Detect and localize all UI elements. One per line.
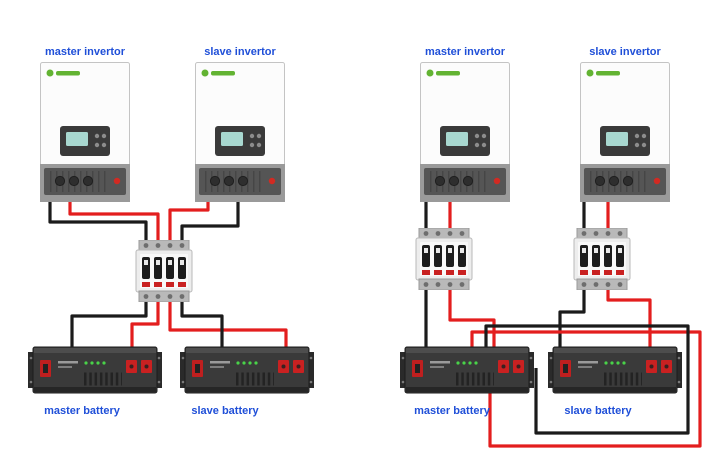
wire-right-parallel-link-negative [484,324,690,435]
inverter-left-master [40,63,130,203]
battery-right-master [400,347,534,393]
breaker-left-shared [135,240,193,302]
wire-right-parallel-link-positive [470,330,702,448]
wire-left-slave-negative [180,196,240,250]
label-right-master-battery: master battery [414,405,491,417]
wire-right-battery2-positive [606,284,652,352]
inverter-right-master [420,63,510,203]
inverter-right-slave [580,63,670,203]
wire-left-slave-positive [168,196,210,250]
battery-left-master [28,347,162,393]
label-right-slave-battery: slave battery [564,405,632,417]
battery-left-slave [180,347,314,393]
breaker-right-master [415,228,473,290]
wire-left-master-positive [68,196,160,250]
label-left-slave-battery: slave battery [191,405,259,417]
wire-left-battery2-negative [180,296,224,352]
wire-left-battery1-positive [130,296,160,352]
label-right-master-inverter: master invertor [425,46,506,58]
label-left-master-inverter: master invertor [45,46,126,58]
inverter-left-slave [195,63,285,203]
wire-left-battery1-negative [70,296,148,352]
battery-right-slave [548,347,682,393]
breaker-right-slave [573,228,631,290]
wire-right-battery2-negative [558,284,586,352]
label-right-slave-inverter: slave invertor [589,46,661,58]
label-left-slave-inverter: slave invertor [204,46,276,58]
wire-left-battery2-positive [168,296,288,352]
label-left-master-battery: master battery [44,405,121,417]
wire-right-battery1-positive [448,284,496,352]
wire-left-master-negative [48,196,148,250]
